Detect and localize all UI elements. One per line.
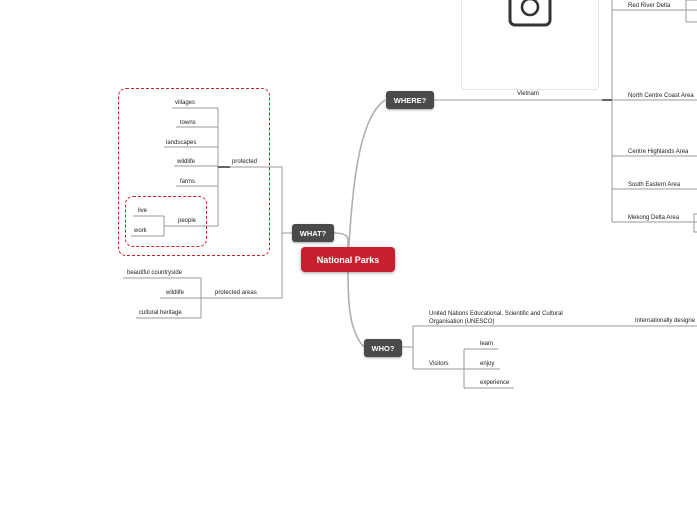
topic-towns[interactable]: towns [180,120,196,126]
topic-visitors[interactable]: Visitors [429,361,449,367]
topic-wildlife-protected[interactable]: wildlife [177,159,196,165]
topic-farms[interactable]: farms [180,179,195,185]
topic-people[interactable]: people [178,218,197,224]
topic-vietnam[interactable]: Vietnam [517,91,539,97]
topic-experience[interactable]: experience [480,380,510,386]
branch-who[interactable]: WHO? [364,339,402,357]
topic-unesco[interactable]: United Nations Educational, Scientific a… [429,311,563,325]
root-node-national-parks[interactable]: National Parks [301,247,395,272]
topic-landscapes[interactable]: landscapes [166,140,197,146]
topic-mekong-delta[interactable]: Mekong Delta Area [628,215,680,221]
topic-red-river-delta[interactable]: Red River Delta [628,3,671,9]
image-placeholder-card[interactable] [461,0,599,90]
topic-live[interactable]: live [138,208,148,214]
topic-wildlife-areas[interactable]: wildlife [166,290,185,296]
topic-protected-areas[interactable]: protected areas [215,290,257,296]
protected-boundary [118,88,270,256]
camera-icon [508,0,552,27]
topic-enjoy[interactable]: enjoy [480,361,495,367]
topic-internationally-designated[interactable]: Internationally designe [635,318,696,324]
topic-villages[interactable]: villages [175,100,196,106]
topic-north-centre-coast[interactable]: North Centre Coast Area [628,93,694,99]
topic-centre-highlands[interactable]: Centre Highlands Area [628,149,689,155]
topic-work[interactable]: work [134,228,147,234]
topic-protected[interactable]: protected [232,159,258,165]
topic-cultural-heritage[interactable]: cultural heritage [139,310,182,316]
topic-learn[interactable]: learn [480,341,494,347]
topic-south-eastern[interactable]: South Eastern Area [628,182,681,188]
topic-beautiful-countryside[interactable]: beautiful countryside [127,270,183,276]
branch-what[interactable]: WHAT? [292,224,334,242]
branch-where[interactable]: WHERE? [386,91,434,109]
people-boundary [125,196,207,247]
